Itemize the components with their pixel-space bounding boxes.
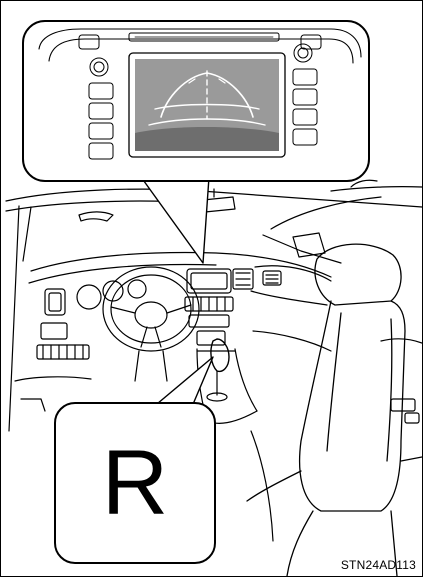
driver-seat-icon [247, 244, 405, 576]
infotainment-screen-icon [129, 53, 285, 157]
screen-callout [23, 21, 369, 263]
figure-code: STN24AD113 [341, 558, 416, 572]
steering-wheel-icon [103, 267, 199, 381]
shift-lever-icon [207, 339, 229, 401]
gear-callout [55, 357, 215, 563]
